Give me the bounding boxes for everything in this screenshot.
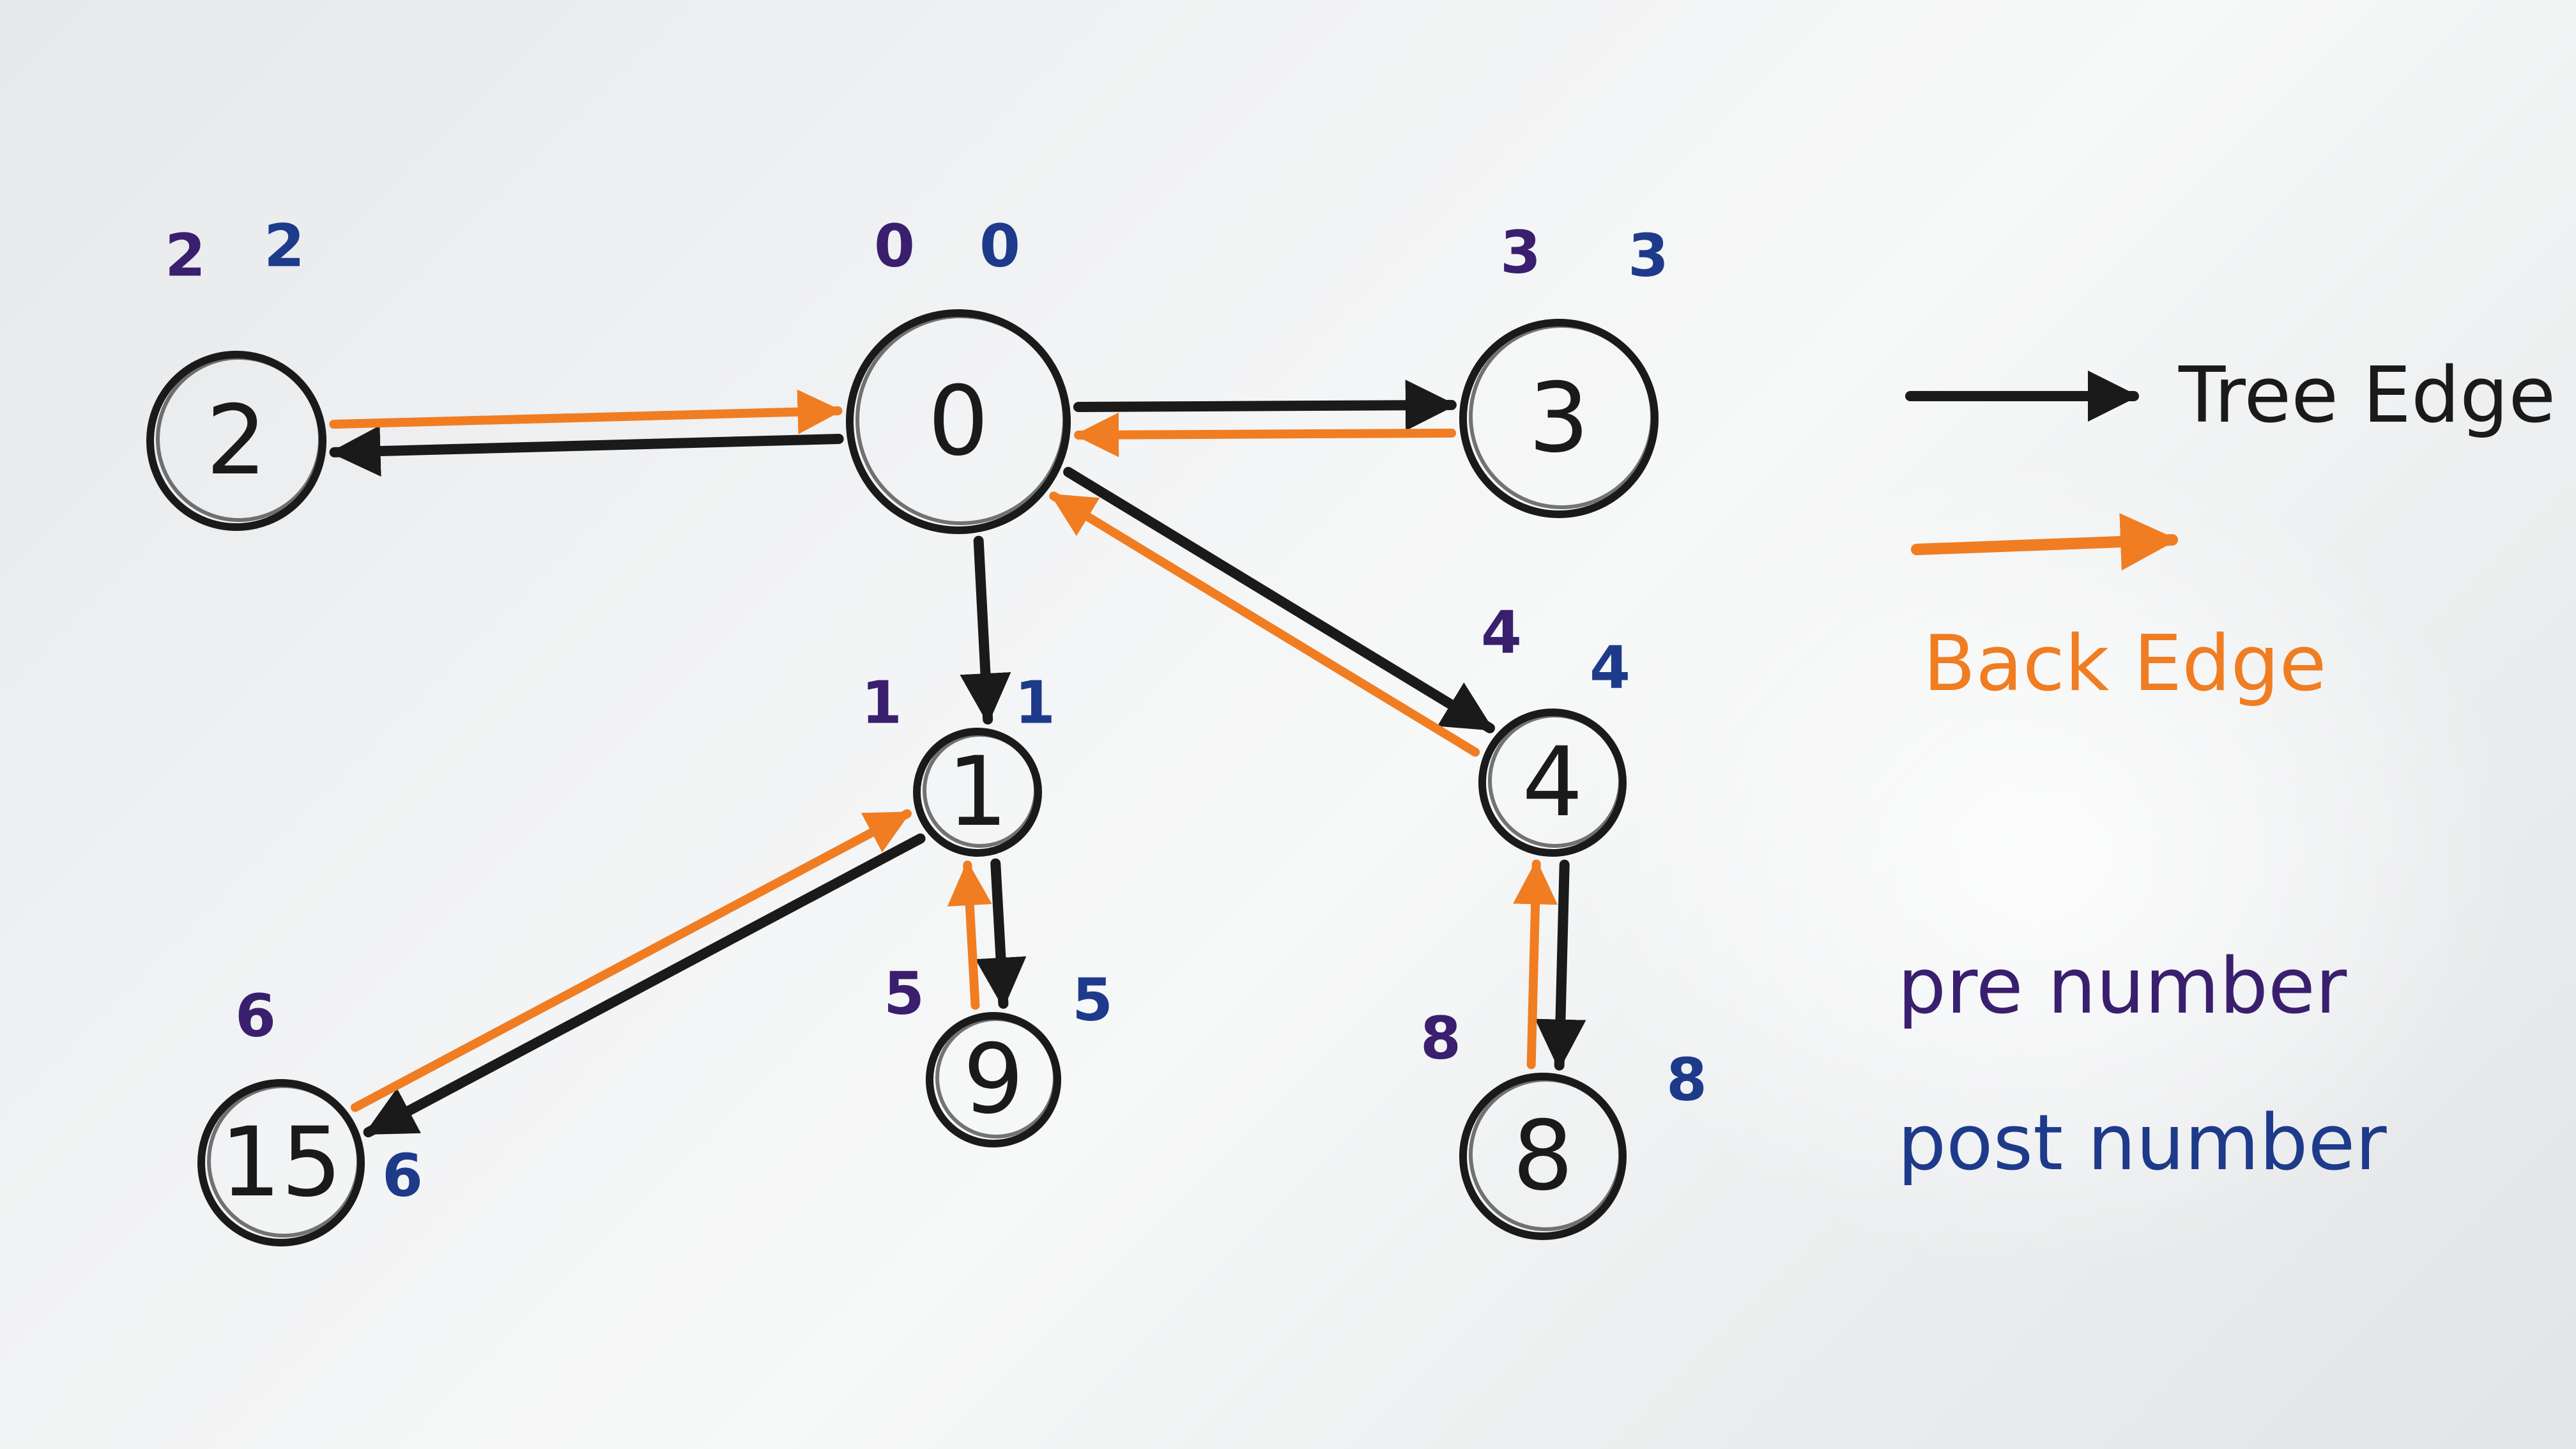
legend-tree-edge-label: Tree Edge <box>2178 351 2556 440</box>
pre-number: 8 <box>1420 1004 1461 1073</box>
node-circle <box>926 1012 1061 1147</box>
node-label: 4 <box>1522 727 1583 838</box>
tree-edge-0-to-2 <box>329 425 844 477</box>
back-edge-3-to-0 <box>1074 412 1457 457</box>
tree-edge-0-to-1 <box>960 535 1011 725</box>
pre-number: 6 <box>235 982 276 1050</box>
pre-number: 2 <box>165 222 206 290</box>
node-4: 444 <box>1478 599 1630 857</box>
legend-back-edge-label: Back Edge <box>1923 620 2326 709</box>
back-edge-4-to-0 <box>1049 491 1480 757</box>
node-circle-outline <box>207 1084 360 1238</box>
legend-pre-number-label: pre number <box>1897 942 2347 1031</box>
node-label: 2 <box>206 385 266 496</box>
node-3: 3 3 3 <box>1459 218 1669 518</box>
back-edge-2-to-0 <box>329 389 843 434</box>
node-circle-outline <box>923 733 1038 848</box>
legend-post-number-label: post number <box>1897 1099 2387 1188</box>
post-number: 2 <box>264 212 305 280</box>
node-circle <box>1459 1073 1627 1240</box>
post-number: 3 <box>1628 222 1669 290</box>
pre-number: 3 <box>1500 218 1541 287</box>
post-number: 4 <box>1590 634 1630 702</box>
back-edges <box>329 389 1558 1112</box>
tree-edge-0-to-3 <box>1073 379 1457 431</box>
post-number: 8 <box>1666 1046 1707 1114</box>
node-label: 3 <box>1528 363 1589 474</box>
post-number: 1 <box>1015 669 1055 737</box>
pre-number: 5 <box>884 960 924 1028</box>
node-8: 888 <box>1420 1004 1707 1240</box>
post-number: 5 <box>1072 966 1113 1034</box>
pre-number: 4 <box>1481 599 1522 667</box>
tree-edge-0-to-4 <box>1063 466 1496 733</box>
post-number: 0 <box>979 212 1020 280</box>
tree-edges <box>329 379 1586 1138</box>
node-circle-outline <box>1469 1078 1622 1231</box>
post-number: 6 <box>382 1142 423 1210</box>
node-9: 95 5 <box>884 960 1113 1147</box>
pre-number: 0 <box>874 212 915 280</box>
node-label: 0 <box>928 366 988 477</box>
node-circle-outline <box>1488 714 1622 848</box>
node-circle <box>1478 709 1627 857</box>
node-circle <box>146 351 326 531</box>
tree-edge-4-to-8 <box>1535 859 1586 1071</box>
node-label: 15 <box>220 1107 342 1218</box>
node-label: 1 <box>947 737 1008 848</box>
tree-edge-1-to-15 <box>363 833 926 1138</box>
node-circle-outline <box>156 356 322 522</box>
back-edge-8-to-4 <box>1513 859 1558 1070</box>
node-circle-outline <box>855 314 1066 525</box>
node-circle-outline <box>1469 324 1654 509</box>
node-circle <box>846 309 1071 534</box>
legend: Tree Edge Back Edge pre number post numb… <box>1897 351 2556 1188</box>
back-edge-9-to-1 <box>947 861 992 1010</box>
node-circle <box>1459 319 1659 518</box>
node-label: 8 <box>1512 1101 1573 1212</box>
tree-edge-1-to-9 <box>975 858 1027 1009</box>
node-circle <box>197 1079 365 1246</box>
pre-number: 1 <box>861 669 902 737</box>
legend-back-edge-arrow <box>1911 513 2178 571</box>
back-edge-15-to-1 <box>350 809 912 1112</box>
node-circle <box>913 728 1042 857</box>
node-circle-outline <box>935 1017 1057 1138</box>
node-label: 9 <box>963 1024 1023 1135</box>
